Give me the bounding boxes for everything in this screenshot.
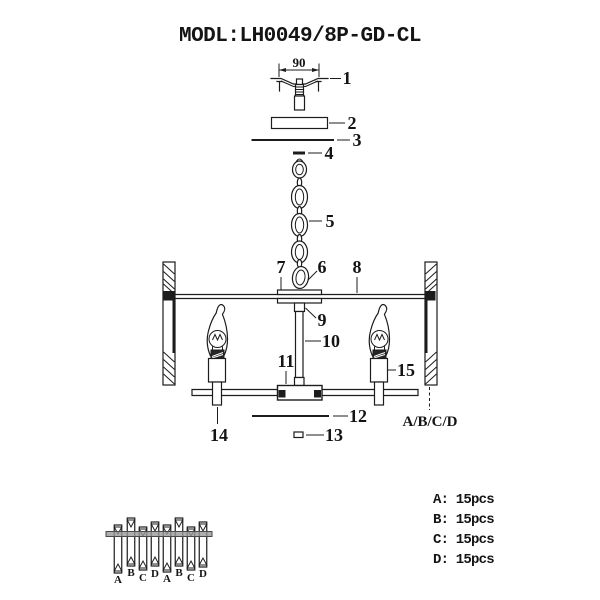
part-label-7: 7 <box>277 257 286 277</box>
dimension-90-label: 90 <box>293 55 306 70</box>
panel-variant-callout: A/B/C/D <box>402 387 458 430</box>
part-label-15: 15 <box>397 360 415 380</box>
crystal-arrangement-diagram: A B C D A B C D <box>105 517 213 586</box>
candle-light-left <box>206 303 229 406</box>
variant-label: A/B/C/D <box>402 414 457 430</box>
crystal-label-7: C <box>187 572 195 584</box>
part-label-5: 5 <box>326 211 335 231</box>
part-label-13: 13 <box>325 425 343 445</box>
part-label-9: 9 <box>318 310 327 330</box>
part-label-1: 1 <box>343 68 352 88</box>
upper-arm-bar: 7 8 <box>163 257 436 304</box>
part-label-2: 2 <box>348 113 357 133</box>
part-13-fitting: 13 <box>293 425 343 445</box>
crystal-label-2: B <box>127 567 135 579</box>
crystal-label-4: D <box>151 568 159 580</box>
list-item-b: B: 15pcs <box>433 512 494 528</box>
part-label-3: 3 <box>353 130 362 150</box>
model-title: MODL:LH0049/8P-GD-CL <box>179 25 421 48</box>
candle-stem <box>211 381 223 406</box>
crystal-label-6: B <box>175 567 183 579</box>
part-3-cover-plate: 3 <box>251 130 362 150</box>
left-crystal-panel <box>162 261 176 386</box>
part-4-pin: 4 <box>293 143 334 163</box>
part-label-6: 6 <box>318 257 327 277</box>
list-item-c: C: 15pcs <box>433 532 494 548</box>
crystal-prisms <box>113 517 208 574</box>
part-5-chain: 5 <box>290 158 335 269</box>
part-label-12: 12 <box>349 406 367 426</box>
part-label-10: 10 <box>322 331 340 351</box>
part-label-4: 4 <box>325 143 334 163</box>
lower-arm-bar <box>191 384 419 401</box>
crystal-label-1: A <box>114 574 122 586</box>
list-item-d: D: 15pcs <box>433 552 494 568</box>
part-2-canopy: 2 <box>270 113 357 133</box>
part-label-11: 11 <box>277 351 294 371</box>
center-column: 9 10 11 <box>277 302 340 387</box>
part-6-hook-loop: 6 <box>291 257 327 290</box>
crystal-label-8: D <box>199 568 207 580</box>
part-12-rod: 12 <box>252 406 367 426</box>
candle-sleeve <box>207 357 227 383</box>
part-label-14: 14 <box>210 425 228 445</box>
part-1-ceiling-bracket: 90 1 <box>270 55 352 111</box>
filament <box>212 333 223 342</box>
crystal-label-5: A <box>163 573 171 585</box>
bulb-outline <box>208 330 227 348</box>
part-label-8: 8 <box>353 257 362 277</box>
list-item-a: A: 15pcs <box>433 492 494 508</box>
right-crystal-panel <box>424 261 438 386</box>
crystal-label-3: C <box>139 572 147 584</box>
parts-quantity-list: A: 15pcs B: 15pcs C: 15pcs D: 15pcs <box>433 492 495 568</box>
hanging-rod <box>105 531 213 537</box>
